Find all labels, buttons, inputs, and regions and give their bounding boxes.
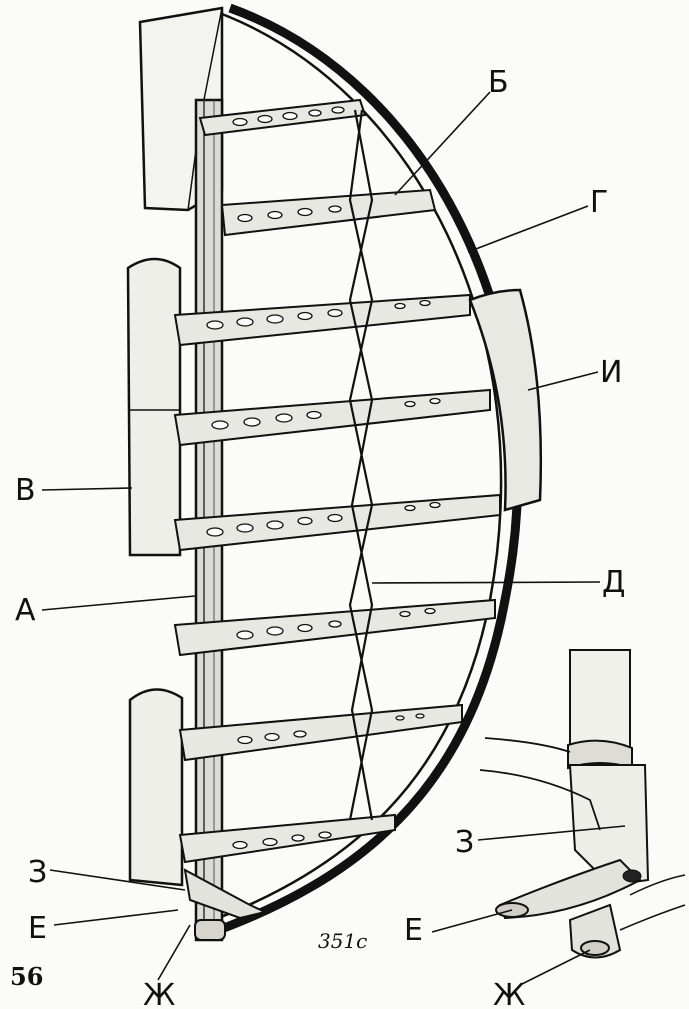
figure-mark: 351c [318, 929, 367, 953]
leader-A [41, 595, 196, 611]
page-number: 56 [10, 962, 43, 991]
rib-7 [178, 703, 463, 762]
label-Z-detail: З [455, 825, 474, 860]
rudder-outline [199, 3, 523, 940]
label-G: Г [590, 185, 608, 220]
lower-fairing-panel [128, 688, 184, 887]
diagonal-bracing [348, 109, 374, 821]
label-D: Д [602, 565, 625, 600]
leader-V [41, 487, 133, 491]
leader-E-detail [431, 909, 513, 933]
leader-D [371, 581, 601, 584]
leader-B [394, 91, 491, 196]
leader-ZH-detail [519, 949, 591, 986]
label-E-detail: Е [404, 913, 423, 948]
label-V: В [15, 473, 36, 508]
leader-lines [41, 91, 626, 986]
label-Z-main: З [28, 855, 47, 890]
label-A: А [15, 593, 36, 628]
trim-tab [468, 288, 543, 512]
rib-lightening-holes [206, 106, 441, 850]
leader-G [467, 205, 589, 253]
leader-Z-main [49, 869, 186, 891]
rib-1 [198, 98, 367, 137]
rib-8 [178, 813, 396, 864]
detail-hinge-fitting [479, 649, 686, 959]
bottom-hinge-fitting [183, 868, 269, 941]
hinge-fairing-panel [126, 257, 182, 557]
label-B: Б [488, 65, 509, 100]
leader-ZH-main [157, 924, 191, 981]
leader-Z-detail [477, 825, 626, 841]
label-E-main: Е [28, 911, 47, 946]
label-ZH-main: Ж [143, 978, 175, 1009]
leader-I [527, 371, 599, 391]
rib-2 [220, 188, 437, 237]
ribs [173, 98, 501, 864]
label-I: И [600, 355, 622, 390]
label-ZH-detail: Ж [493, 978, 525, 1009]
rib-5 [173, 493, 501, 552]
leader-E-main [53, 909, 179, 926]
